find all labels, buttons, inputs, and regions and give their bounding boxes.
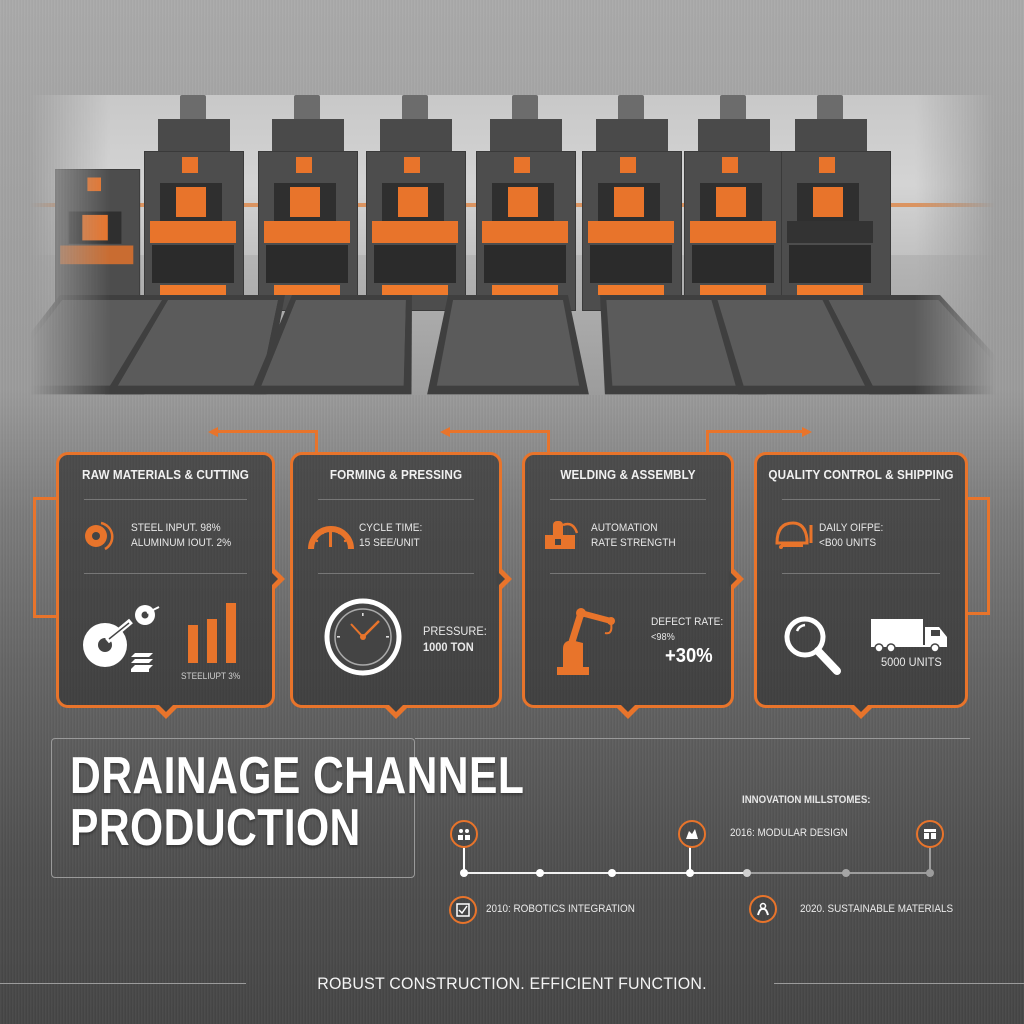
divider [550, 499, 706, 500]
footer-tagline: ROBUST CONSTRUCTION. EFFICIENT FUNCTION. [317, 974, 707, 993]
automation-sub: RATE STRENGTH [591, 537, 676, 549]
step-title: RAW MATERIALS & CUTTING [82, 467, 249, 482]
divider [84, 499, 247, 500]
robot-arm-icon [553, 601, 625, 682]
step-title: FORMING & PRESSING [329, 467, 463, 482]
title-frame [51, 738, 415, 878]
defect-rate-sub: <98% [651, 632, 675, 643]
defect-rate-label: DEFECT RATE: [651, 616, 724, 628]
title-line-2: PRODUCTION [70, 799, 361, 857]
pressure-gauge-icon [323, 597, 403, 682]
welding-torch-icon [543, 519, 583, 556]
recycle-icon[interactable] [749, 895, 777, 923]
aluminum-input-stat: ALUMINUM IOUT. 2% [131, 537, 232, 549]
divider [782, 573, 940, 574]
channel-trough [427, 295, 589, 395]
pressure-label: PRESSURE: [423, 624, 487, 638]
timeline-dot[interactable] [842, 869, 850, 877]
step-card-quality-shipping[interactable]: QUALITY CONTROL & SHIPPING DAILY OIFPE: … [754, 452, 968, 719]
modules-icon[interactable] [678, 820, 706, 848]
daily-output-label: DAILY OIFPE: [819, 522, 884, 534]
press-machine [470, 95, 590, 375]
step-title: WELDING & ASSEMBLY [560, 467, 696, 482]
milestone-2020-label: 2020. SUSTAINABLE MATERIALS [800, 903, 954, 915]
step-title: QUALITY CONTROL & SHIPPING [768, 467, 954, 482]
press-machine [678, 95, 798, 375]
divider [318, 499, 474, 500]
cycle-time-label: CYCLE TIME: [359, 522, 423, 534]
pressure-value: 1000 TON [423, 640, 474, 654]
steel-input-stat: STEEL INPUT. 98% [131, 522, 221, 534]
title-rule [415, 738, 970, 739]
factory-icon[interactable] [916, 820, 944, 848]
timeline-dot[interactable] [608, 869, 616, 877]
shipped-units-value: 5000 UNITS [881, 655, 942, 669]
press-machine [50, 135, 152, 373]
daily-output-value: <B00 UNITS [819, 537, 877, 549]
press-machine [138, 95, 258, 375]
page-title: DRAINAGE CHANNEL PRODUCTION [70, 750, 524, 854]
timeline-dot[interactable] [460, 869, 468, 877]
steel-sheets-icon [129, 651, 155, 680]
timeline-dot[interactable] [926, 869, 934, 877]
arrow-left-icon [440, 427, 450, 437]
right-bracket [965, 497, 990, 615]
chart-caption: STEELIUPT 3% [181, 671, 241, 681]
title-line-1: DRAINAGE CHANNEL [70, 747, 525, 805]
cutting-disc-icon [77, 595, 177, 680]
timeline-heading: INNOVATION MILLSTOMES: [742, 794, 871, 806]
automation-label: AUTOMATION [591, 522, 658, 534]
divider [84, 573, 247, 574]
timeline-progress-line [464, 872, 747, 874]
magnifier-icon [783, 615, 843, 684]
checkbox-icon[interactable] [449, 896, 477, 924]
cycle-time-value: 15 SEE/UNIT [359, 537, 420, 549]
divider [550, 573, 706, 574]
timeline-dot[interactable] [536, 869, 544, 877]
hero-machinery-image [0, 95, 1024, 395]
truck-icon [869, 617, 949, 658]
left-bracket [33, 497, 57, 618]
press-machine [576, 95, 696, 375]
improvement-value: +30% [665, 645, 713, 667]
steel-coil-icon [81, 519, 115, 558]
divider [318, 573, 474, 574]
milestone-2010-label: 2010: ROBOTICS INTEGRATION [486, 903, 635, 915]
footer-rule-left [0, 983, 246, 984]
press-machine [360, 95, 480, 375]
step-card-raw-materials[interactable]: RAW MATERIALS & CUTTING STEEL INPUT. 98%… [56, 452, 285, 719]
bar-chart-icon [186, 603, 242, 668]
press-machine [252, 95, 372, 375]
step-card-forming-pressing[interactable]: FORMING & PRESSING CYCLE TIME: 15 SEE/UN… [290, 452, 512, 719]
step-card-welding-assembly[interactable]: WELDING & ASSEMBLY AUTOMATION RATE STREN… [522, 452, 744, 719]
divider [782, 499, 940, 500]
team-icon[interactable] [450, 820, 478, 848]
timeline-future-line [747, 872, 930, 874]
arrow-left-icon [208, 427, 218, 437]
speedometer-icon [307, 519, 355, 558]
arrow-right-icon [802, 427, 812, 437]
footer-rule-right [774, 983, 1024, 984]
timeline-dot[interactable] [743, 869, 751, 877]
milestone-2016-label: 2016: MODULAR DESIGN [730, 827, 848, 839]
inspection-helmet-icon [773, 519, 815, 556]
timeline-dot[interactable] [686, 869, 694, 877]
